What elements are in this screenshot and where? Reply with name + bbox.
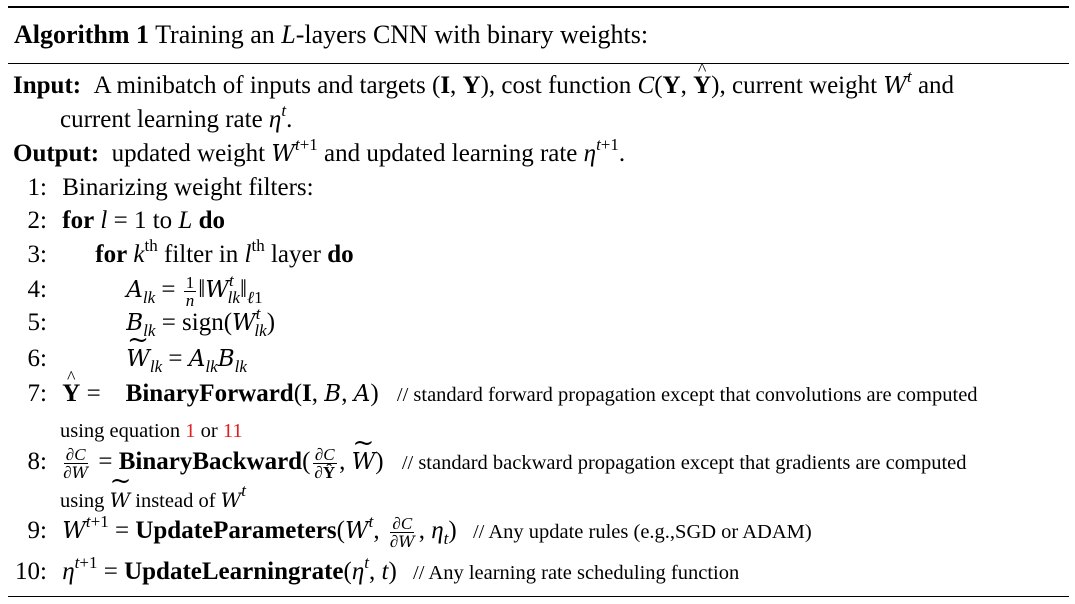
step-number: 6: — [27, 345, 47, 372]
step-comment: // Any learning rate scheduling function — [413, 562, 740, 584]
step-comment: // Any update rules (e.g.,SGD or ADAM) — [472, 521, 812, 544]
step-number: 10: — [15, 558, 47, 585]
bottom-rule — [8, 596, 1069, 597]
step-number: 9: — [27, 517, 47, 545]
algorithm-caption: Algorithm 1 Training an L-layers CNN wit… — [14, 20, 649, 49]
caption-rule — [8, 63, 1069, 64]
top-rule — [8, 6, 1069, 8]
step-10: 10: ηt+1 = UpdateLearningrate(ηt, t) // … — [0, 554, 740, 588]
step-text: Binarizing weight filters: — [62, 174, 314, 201]
step-number: 2: — [27, 207, 47, 234]
step-8: 8: ∂C∂W = BinaryBackward(∂C∂Ŷ, W) // sta… — [0, 428, 967, 481]
step-number: 4: — [27, 276, 47, 304]
step-7: 7: Y = BinaryForward(I, B, A) // standar… — [0, 362, 978, 410]
step-number: 7: — [27, 380, 47, 407]
equation-ref-1[interactable]: 1 — [185, 420, 196, 442]
step-number: 3: — [27, 241, 47, 268]
step-1: 1: Binarizing weight filters: — [0, 173, 314, 203]
step-8-continued: using W instead of Wt — [60, 466, 246, 516]
step-5: 5: Blk = sign(Wtlk) — [0, 305, 275, 339]
step-3: 3: for kth filter in lth layer do — [0, 237, 354, 270]
step-comment: // standard forward propagation except t… — [396, 384, 978, 406]
step-6: 6: Wlk = AlkBlk — [0, 325, 247, 375]
algorithm-label: Algorithm 1 — [14, 20, 150, 49]
input-line-2: current learning rate ηt. — [60, 101, 293, 133]
step-2: 2: for l = 1 to L do — [0, 206, 225, 236]
step-9: 9: Wt+1 = UpdateParameters(Wt, ∂C∂W, ηt)… — [0, 513, 812, 550]
step-number: 1: — [27, 174, 47, 201]
input-label: Input: — [13, 72, 82, 99]
output-label: Output: — [13, 140, 100, 167]
step-comment: // standard backward propagation except … — [401, 452, 967, 475]
step-number: 5: — [27, 309, 47, 336]
equation-ref-11[interactable]: 11 — [222, 420, 243, 442]
input-line: Input: A minibatch of inputs and targets… — [13, 54, 954, 101]
step-number: 8: — [27, 448, 47, 476]
output-line: Output: updated weight Wt+1 and updated … — [13, 135, 626, 167]
step-7-continued: using equation 1 or 11 — [60, 420, 243, 442]
